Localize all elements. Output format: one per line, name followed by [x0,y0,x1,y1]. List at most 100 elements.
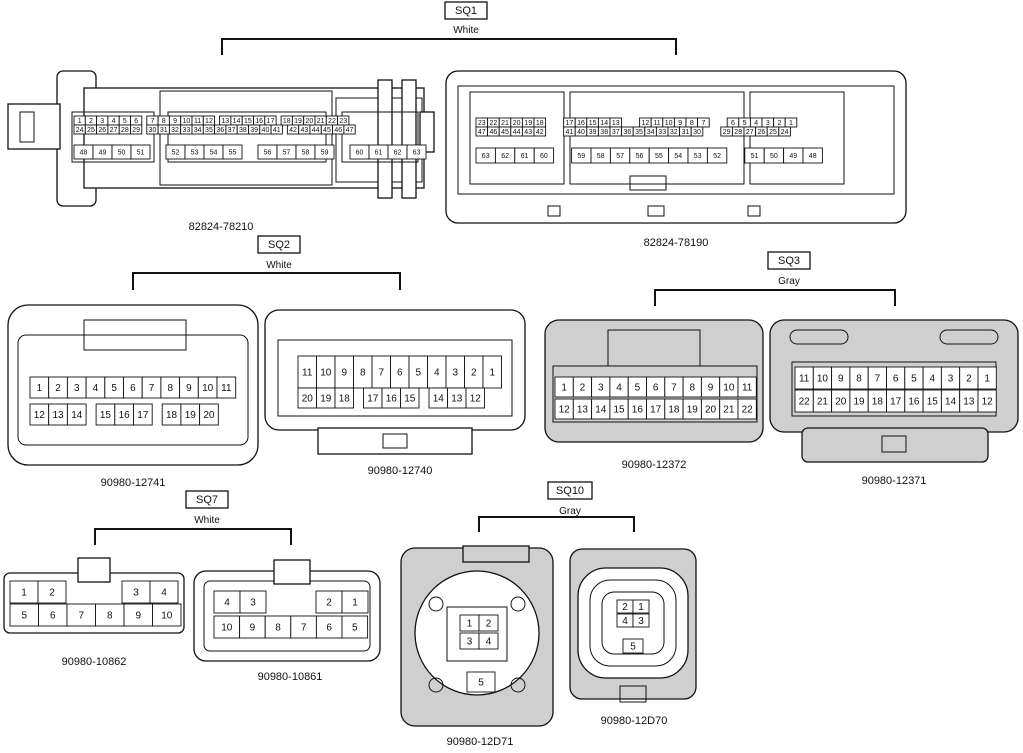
pin-number: 5 [630,642,636,653]
pin-number: 13 [612,120,620,127]
pin-number: 28 [734,129,742,136]
pin-number: 33 [658,129,666,136]
pin-number: 57 [616,153,624,160]
pin-number: 51 [137,150,145,157]
pin-number: 11 [742,383,753,394]
pin-number: 41 [273,127,281,134]
pin-number: 18 [872,397,884,408]
pin-number: 62 [394,150,402,157]
pin-cavity [341,615,369,639]
pin-number: 21 [317,118,325,125]
group-color: White [453,25,479,36]
pin-number: 19 [853,397,865,408]
pin-number: 15 [613,405,625,416]
pin-cavity [632,599,650,614]
pin-number: 15 [244,118,252,125]
pin-number: 2 [486,619,492,630]
pin-cavity [199,403,219,426]
pin-number: 13 [577,405,589,416]
pin-number: 26 [758,129,766,136]
pin-number: 5 [21,611,27,622]
pin-number: 28 [121,127,129,134]
pin-number: 13 [451,394,463,405]
pin-cavity [341,590,369,614]
pin-number: 8 [162,118,166,125]
pin-number: 7 [78,611,84,622]
pin-number: 60 [540,153,548,160]
pin-number: 1 [561,383,567,394]
pin-number: 43 [524,129,532,136]
pin-number: 58 [597,153,605,160]
part-number: 90980-12741 [101,477,166,489]
pin-number: 6 [653,383,659,394]
pin-cavity [400,387,420,409]
pin-number: 55 [229,150,237,157]
pin-number: 11 [221,383,232,394]
pin-number: 6 [893,374,899,385]
pin-number: 3 [100,118,104,125]
pin-number: 32 [670,129,678,136]
pin-number: 63 [482,153,490,160]
pin-number: 59 [321,150,329,157]
pin-number: 10 [320,368,332,379]
pin-number: 22 [490,120,498,127]
pin-number: 62 [501,153,509,160]
pin-number: 37 [228,127,236,134]
pin-cavity [632,613,650,628]
pin-number: 9 [250,623,256,634]
pin-number: 6 [326,623,332,634]
pin-number: 3 [638,616,644,627]
pin-number: 12 [34,410,46,421]
pin-number: 4 [616,383,622,394]
pin-number: 3 [452,368,458,379]
pin-number: 48 [80,150,88,157]
pin-number: 5 [911,374,917,385]
pin-number: 17 [890,397,902,408]
pin-number: 32 [171,127,179,134]
pin-number: 20 [203,410,215,421]
part-number: 90980-12D71 [447,736,514,748]
pin-number: 9 [173,118,177,125]
pin-number: 14 [595,405,607,416]
pin-number: 5 [415,368,421,379]
pin-cavity [466,671,496,693]
pin-number: 21 [817,397,829,408]
pin-number: 54 [674,153,682,160]
pin-number: 26 [98,127,106,134]
pin-number: 4 [161,588,167,599]
pin-number: 2 [622,602,628,613]
pin-number: 63 [413,150,421,157]
pin-number: 20 [302,394,314,405]
pin-cavity [270,124,283,135]
pin-number: 7 [150,118,154,125]
pin-number: 8 [107,611,113,622]
pin-number: 2 [966,374,972,385]
pin-number: 25 [769,129,777,136]
pin-number: 5 [743,120,747,127]
group-sq3: SQ3 Gray [654,251,896,306]
pin-number: 46 [490,129,498,136]
pin-number: 4 [754,120,758,127]
pin-number: 4 [224,598,230,609]
pin-number: 4 [486,637,492,648]
group-bracket [654,289,896,306]
part-number: 90980-12D70 [601,715,668,727]
pin-number: 39 [589,129,597,136]
pin-number: 1 [78,118,82,125]
pin-number: 43 [300,127,308,134]
pin-number: 5 [478,678,484,689]
pin-cavity [482,355,502,389]
pin-number: 59 [577,153,585,160]
pin-cavity [465,387,485,409]
pin-cavity [149,580,179,604]
pin-number: 18 [339,394,351,405]
pin-number: 2 [471,368,477,379]
group-code: SQ10 [556,485,584,497]
group-code: SQ1 [455,5,477,17]
pin-number: 2 [55,383,61,394]
pin-cavity [706,147,728,164]
